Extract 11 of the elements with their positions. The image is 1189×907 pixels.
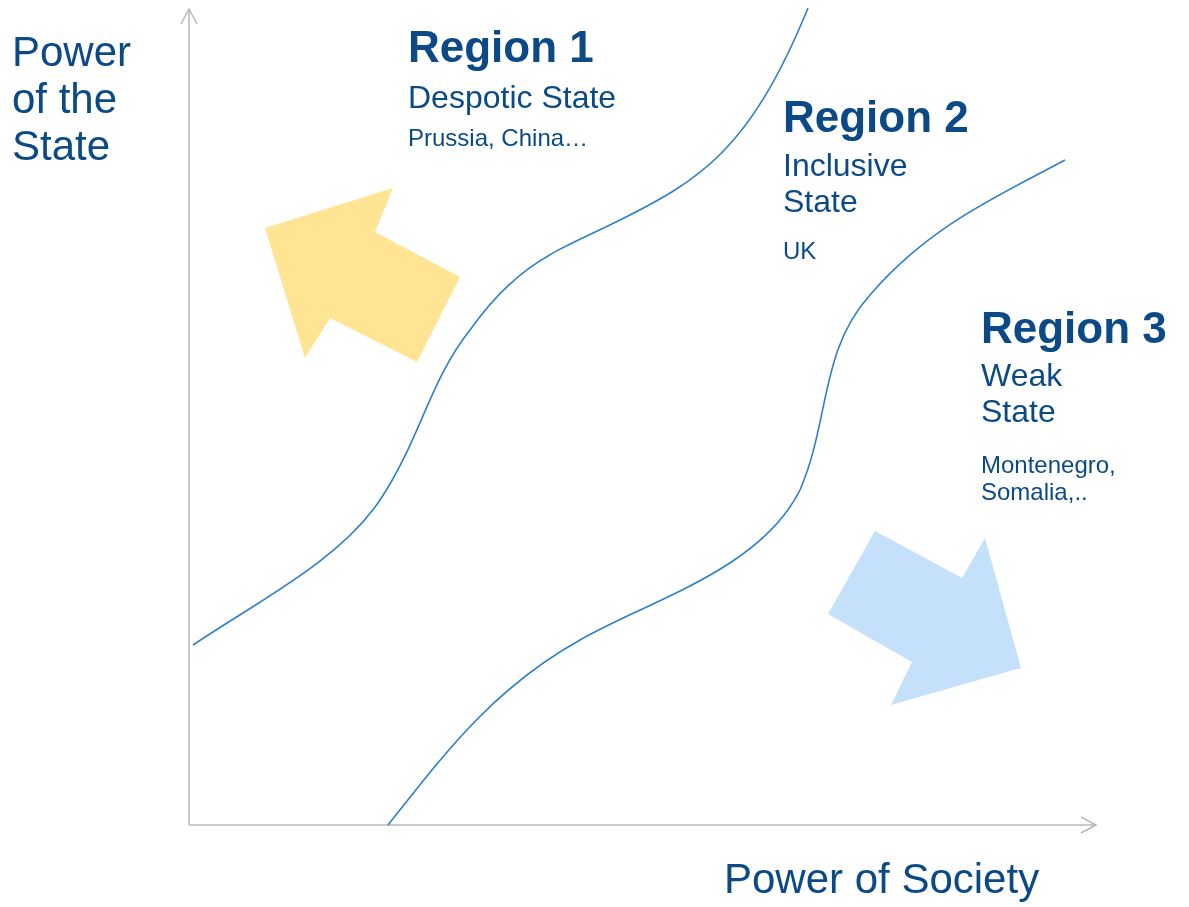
example-countries: Prussia, China… — [408, 125, 589, 152]
example-countries: Montenegro, Somalia,.. — [981, 452, 1117, 506]
axis-title: Power of Society — [724, 855, 1040, 903]
region-heading: Region 3 — [981, 303, 1167, 353]
region-heading: Region 2 — [783, 92, 969, 142]
region-name: Inclusive State — [783, 148, 909, 220]
region-name: Despotic State — [408, 80, 617, 116]
example-countries: UK — [783, 238, 817, 265]
region-heading: Region 1 — [408, 22, 594, 72]
region-name: Weak State — [981, 358, 1064, 430]
axis-title: Power of the State — [12, 28, 133, 170]
